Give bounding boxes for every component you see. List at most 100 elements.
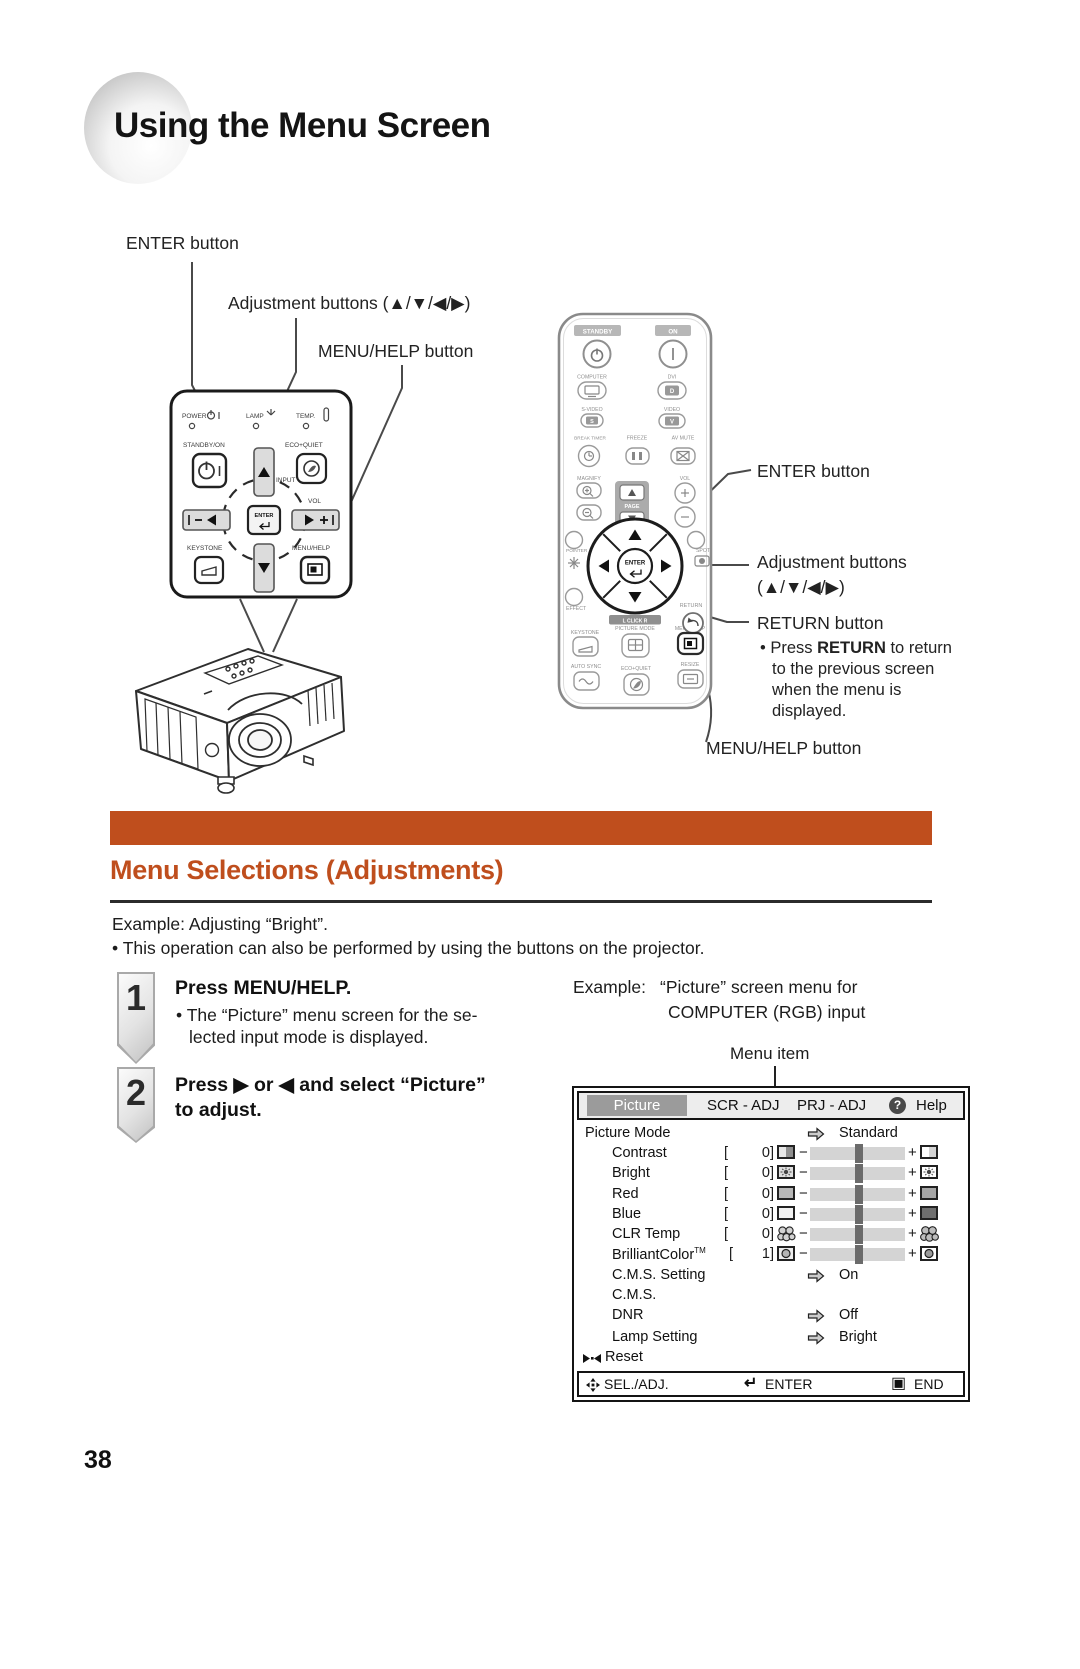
remote-standby-label: STANDBY	[583, 329, 613, 336]
up-arrow-key	[253, 447, 275, 497]
menu-row-brilliant-color: BrilliantColorTM [ 1] − +	[577, 1245, 965, 1265]
step-2-title-line1: Press ▶ or ◀ and select “Picture”	[175, 1074, 486, 1096]
step-2-number: 2	[125, 1072, 147, 1113]
remote-ecoquiet-label: ECO+QUIET	[621, 666, 652, 672]
callout-adjustment-right-2: (▲/▼/◀/▶)	[757, 577, 845, 597]
example-caption-line2: COMPUTER (RGB) input	[668, 1002, 866, 1022]
example-line: Example: Adjusting “Bright”.	[112, 914, 328, 934]
remote-page-label: PAGE	[625, 504, 640, 510]
projector-control-panel-illustration: POWER LAMP TEMP. STANDBY/ON ECO+QUIET IN…	[169, 389, 353, 599]
remote-return-key	[682, 612, 704, 634]
menu-row-bright: Bright [ 0] − +	[577, 1164, 965, 1184]
remote-return-label: RETURN	[680, 603, 703, 609]
projector-top-pad	[203, 655, 285, 685]
standby-on-key	[191, 452, 228, 489]
right-vol-key	[291, 509, 340, 531]
osd-menu-body: Picture Mode Standard Contrast [ 0] − + …	[577, 1122, 965, 1368]
end-menu-icon: ▣	[891, 1375, 907, 1392]
heading-rule	[110, 900, 932, 903]
option-arrow-icon	[807, 1127, 825, 1145]
blue-plus-icon	[920, 1206, 938, 1220]
return-note-line2: to the previous screen	[772, 660, 935, 678]
remote-lclickr-label: L CLICK R	[623, 619, 648, 625]
down-arrow-key	[253, 543, 275, 593]
panel-temp-label: TEMP.	[296, 413, 315, 420]
menu-row-blue: Blue [ 0] − +	[577, 1205, 965, 1225]
callout-menu-help-top: MENU/HELP button	[318, 341, 474, 361]
step-1-body-line2: lected input mode is displayed.	[189, 1027, 429, 1047]
tab-scr-adj: SCR - ADJ	[707, 1097, 780, 1114]
contrast-slider	[810, 1144, 905, 1163]
example-caption-prefix: Example:	[573, 977, 646, 997]
panel-standby-label: STANDBY/ON	[183, 442, 225, 449]
enter-key: ENTER	[246, 504, 282, 536]
menu-row-dnr: DNR Off	[577, 1306, 965, 1326]
blue-slider	[810, 1205, 905, 1224]
osd-footer-bar: SEL./ADJ. ↵ ENTER ▣ END	[577, 1371, 965, 1397]
callout-menu-help-right: MENU/HELP button	[706, 738, 862, 758]
trademark-sup: TM	[694, 1246, 706, 1255]
keystone-key	[193, 555, 225, 585]
remote-right-arrow-icon	[661, 559, 672, 573]
remote-dvi-key-letter: D	[670, 389, 675, 395]
option-arrow-icon	[807, 1269, 825, 1287]
remote-control-illustration: STANDBY ON COMPUTER DVI S-VIDEO VIDEO BR…	[557, 312, 713, 710]
menu-row-lamp-setting: Lamp Setting Bright	[577, 1328, 965, 1348]
contrast-minus-icon	[777, 1145, 795, 1159]
callout-return-right: RETURN button	[757, 613, 884, 633]
page-number: 38	[84, 1446, 112, 1474]
projector-illustration	[135, 648, 345, 794]
reset-icon	[583, 1352, 601, 1368]
remote-freeze-label: FREEZE	[627, 436, 648, 442]
remote-vol-label: VOL	[680, 476, 690, 482]
osd-tab-bar: Picture SCR - ADJ PRJ - ADJ ? Help	[577, 1091, 965, 1120]
remote-video-key-letter: V	[670, 420, 674, 426]
panel-ecoquiet-label: ECO+QUIET	[285, 442, 323, 449]
ecoquiet-key	[295, 452, 328, 485]
footer-end-label: END	[914, 1376, 944, 1392]
remote-on-label: ON	[668, 329, 678, 336]
page-title: Using the Menu Screen	[114, 106, 491, 145]
option-arrow-icon	[807, 1331, 825, 1349]
remote-picturemode-label: PICTURE MODE	[615, 626, 655, 632]
step-1-body-line1: • The “Picture” menu screen for the se-	[176, 1005, 478, 1025]
remote-up-arrow-icon	[628, 529, 642, 540]
step-1-number: 1	[125, 977, 147, 1018]
left-vol-key	[182, 509, 231, 531]
callout-adjustment-top: Adjustment buttons (▲/▼/◀/▶)	[228, 293, 471, 313]
menu-item-label: Menu item	[730, 1044, 810, 1063]
remote-magnify-label: MAGNIFY	[577, 476, 601, 482]
step-2-badge: 2	[117, 1067, 155, 1143]
remote-pointer-label: POINTER	[566, 548, 588, 554]
remote-small-glyphs	[586, 385, 679, 460]
panel-input-label: INPUT	[276, 477, 296, 484]
section-divider-bar	[110, 811, 932, 845]
red-plus-icon	[920, 1186, 938, 1200]
panel-menuhelp-label: MENU/HELP	[292, 545, 330, 552]
return-note-line4: displayed.	[772, 702, 847, 720]
clr-temp-slider	[810, 1225, 905, 1244]
menu-row-clr-temp: CLR Temp [ 0] − +	[577, 1225, 965, 1245]
remote-resize-label: RESIZE	[681, 662, 700, 668]
remote-effect-label: EFFECT	[566, 606, 587, 612]
section-heading: Menu Selections (Adjustments)	[110, 855, 504, 885]
return-note-bullet: •	[760, 639, 766, 657]
remote-left-arrow-icon	[598, 559, 609, 573]
remote-avmute-label: AV MUTE	[672, 436, 695, 442]
contrast-plus-icon	[920, 1145, 938, 1159]
remote-computer-label: COMPUTER	[577, 375, 607, 381]
remote-svideo-key-letter: S	[590, 419, 594, 425]
remote-video-label: VIDEO	[664, 407, 680, 413]
menu-help-key	[299, 555, 331, 585]
footer-enter-label: ENTER	[765, 1376, 813, 1392]
sel-adj-icon	[586, 1377, 600, 1397]
remote-dvi-label: DVI	[668, 375, 677, 381]
brilliant-color-minus-icon	[777, 1246, 795, 1265]
option-arrow-icon	[807, 1309, 825, 1327]
return-note-line3: when the menu is	[772, 681, 902, 699]
clr-temp-minus-icon	[776, 1225, 796, 1246]
help-icon: ?	[889, 1097, 906, 1114]
example-caption-line1: “Picture” screen menu for	[660, 977, 858, 997]
tab-help: Help	[916, 1097, 947, 1114]
